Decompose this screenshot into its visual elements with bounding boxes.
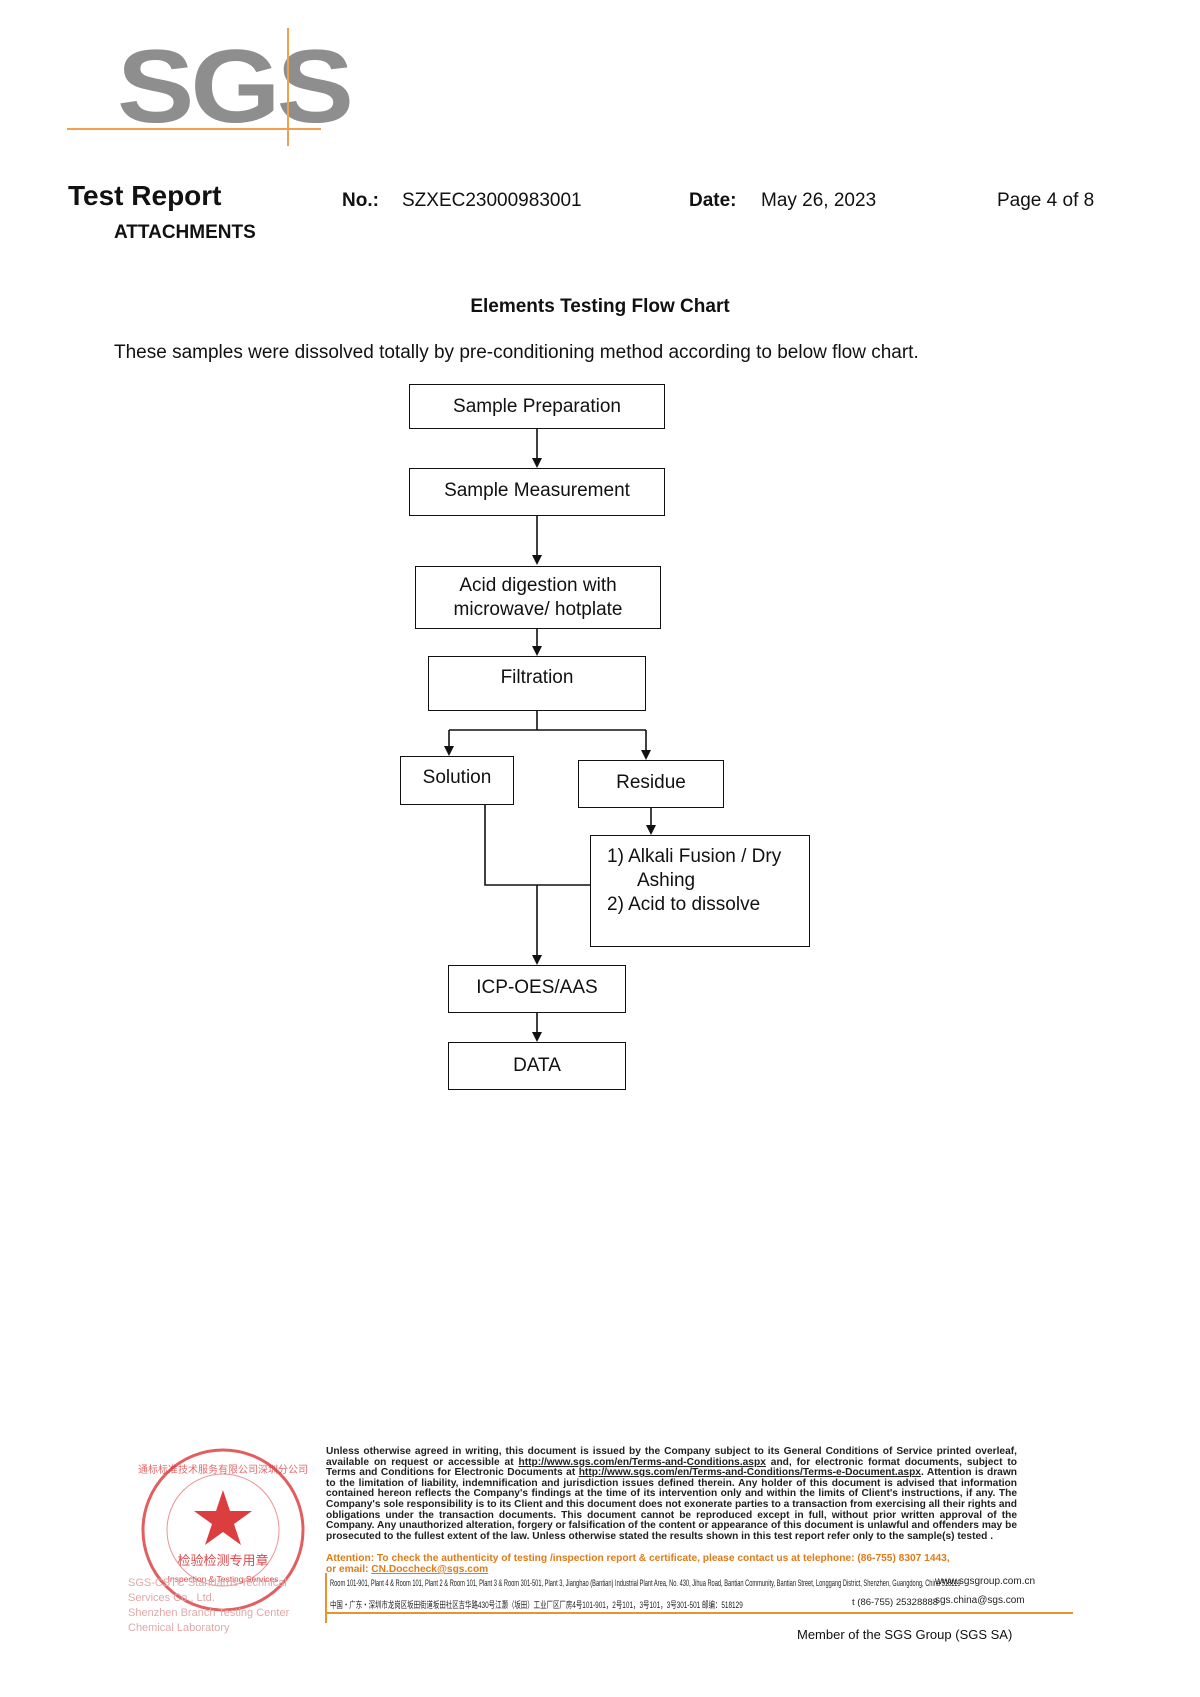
- footer-rule: [325, 1612, 1073, 1614]
- stamp-side-text: SGS-CSTC Standards Technical Services Co…: [128, 1576, 328, 1636]
- legal-part2: and, for electronic format documents, su…: [326, 1456, 1017, 1479]
- report-title: Test Report: [68, 180, 222, 211]
- box-alkali-fusion-line3: 2) Acid to dissolve: [607, 894, 761, 915]
- legal-part1: Unless otherwise agreed in writing, this…: [326, 1446, 1017, 1468]
- box-residue: Residue: [578, 760, 724, 808]
- box-acid-digestion-line1: Acid digestion with: [459, 575, 617, 596]
- report-subtitle: ATTACHMENTS: [114, 222, 256, 243]
- attention-notice: Attention: To check the authenticity of …: [326, 1553, 1017, 1575]
- box-data: DATA: [448, 1042, 626, 1090]
- intro-text: These samples were dissolved totally by …: [114, 342, 919, 363]
- box-solution-label: Solution: [422, 767, 492, 788]
- legal-part3: . Attention is drawn to the limitation o…: [326, 1467, 1017, 1542]
- box-sample-measurement-label: Sample Measurement: [444, 480, 630, 501]
- attention-text: Attention: To check the authenticity of …: [326, 1553, 950, 1564]
- box-filtration: Filtration: [428, 656, 646, 711]
- box-data-label: DATA: [513, 1055, 561, 1076]
- member-of-sgs-group: Member of the SGS Group (SGS SA): [797, 1627, 1013, 1642]
- terms-link[interactable]: http://www.sgs.com/en/Terms-and-Conditio…: [518, 1456, 766, 1468]
- report-number-label: No.:: [342, 190, 379, 211]
- phone-number: t (86-755) 25328888: [852, 1597, 939, 1608]
- box-solution: Solution: [400, 756, 514, 805]
- email-link[interactable]: sgs.china@sgs.com: [935, 1595, 1025, 1606]
- attention-email-prefix: or email:: [326, 1564, 372, 1575]
- svg-text:Inspection & Testing Services: Inspection & Testing Services: [168, 1574, 279, 1584]
- box-alkali-fusion-line1: 1) Alkali Fusion / Dry: [607, 846, 782, 867]
- date-label: Date:: [689, 190, 737, 211]
- report-number: SZXEC23000983001: [402, 190, 582, 211]
- box-acid-digestion: Acid digestion with microwave/ hotplate: [415, 566, 661, 629]
- svg-text:通标标准技术服务有限公司深圳分公司: 通标标准技术服务有限公司深圳分公司: [138, 1463, 308, 1476]
- address-chinese: 中国・广东・深圳市龙岗区坂田街道坂田社区吉华路430号江灏（坂田）工业厂区厂房4…: [330, 1600, 743, 1610]
- doccheck-email-link[interactable]: CN.Doccheck@sgs.com: [371, 1564, 489, 1575]
- footer-vertical-rule: [325, 1573, 327, 1623]
- address-english: Room 101-901, Plant 4 & Room 101, Plant …: [330, 1578, 961, 1588]
- box-alkali-fusion: 1) Alkali Fusion / Dry Ashing 2) Acid to…: [590, 835, 810, 947]
- box-acid-digestion-line2: microwave/ hotplate: [453, 599, 623, 620]
- flow-chart-title: Elements Testing Flow Chart: [470, 296, 730, 317]
- terms-e-document-link[interactable]: http://www.sgs.com/en/Terms-and-Conditio…: [578, 1467, 921, 1479]
- box-icp-label: ICP-OES/AAS: [476, 977, 598, 998]
- logo-vertical-rule: [287, 28, 289, 146]
- box-icp-oes-aas: ICP-OES/AAS: [448, 965, 626, 1013]
- box-sample-measurement: Sample Measurement: [409, 468, 665, 516]
- box-sample-preparation-label: Sample Preparation: [453, 396, 621, 417]
- box-alkali-fusion-line2: Ashing: [637, 870, 696, 891]
- page-number: Page 4 of 8: [997, 190, 1095, 211]
- sgs-logo: SGS: [117, 27, 354, 145]
- company-seal-stamp: 检验检测专用章 Inspection & Testing Services 通标…: [138, 1448, 308, 1612]
- box-residue-label: Residue: [616, 772, 686, 793]
- box-sample-preparation: Sample Preparation: [409, 384, 665, 429]
- website-link[interactable]: www.sgsgroup.com.cn: [935, 1576, 1036, 1587]
- stamp-side-line2: Shenzhen Branch Testing Center Chemical …: [128, 1607, 290, 1634]
- box-filtration-label: Filtration: [500, 667, 574, 688]
- svg-text:检验检测专用章: 检验检测专用章: [177, 1553, 268, 1569]
- stamp-side-line1: SGS-CSTC Standards Technical Services Co…: [128, 1577, 287, 1604]
- logo-horizontal-rule: [67, 128, 321, 130]
- legal-disclaimer: Unless otherwise agreed in writing, this…: [326, 1446, 1017, 1542]
- report-date: May 26, 2023: [761, 190, 877, 211]
- line-solution-merge: [484, 805, 590, 886]
